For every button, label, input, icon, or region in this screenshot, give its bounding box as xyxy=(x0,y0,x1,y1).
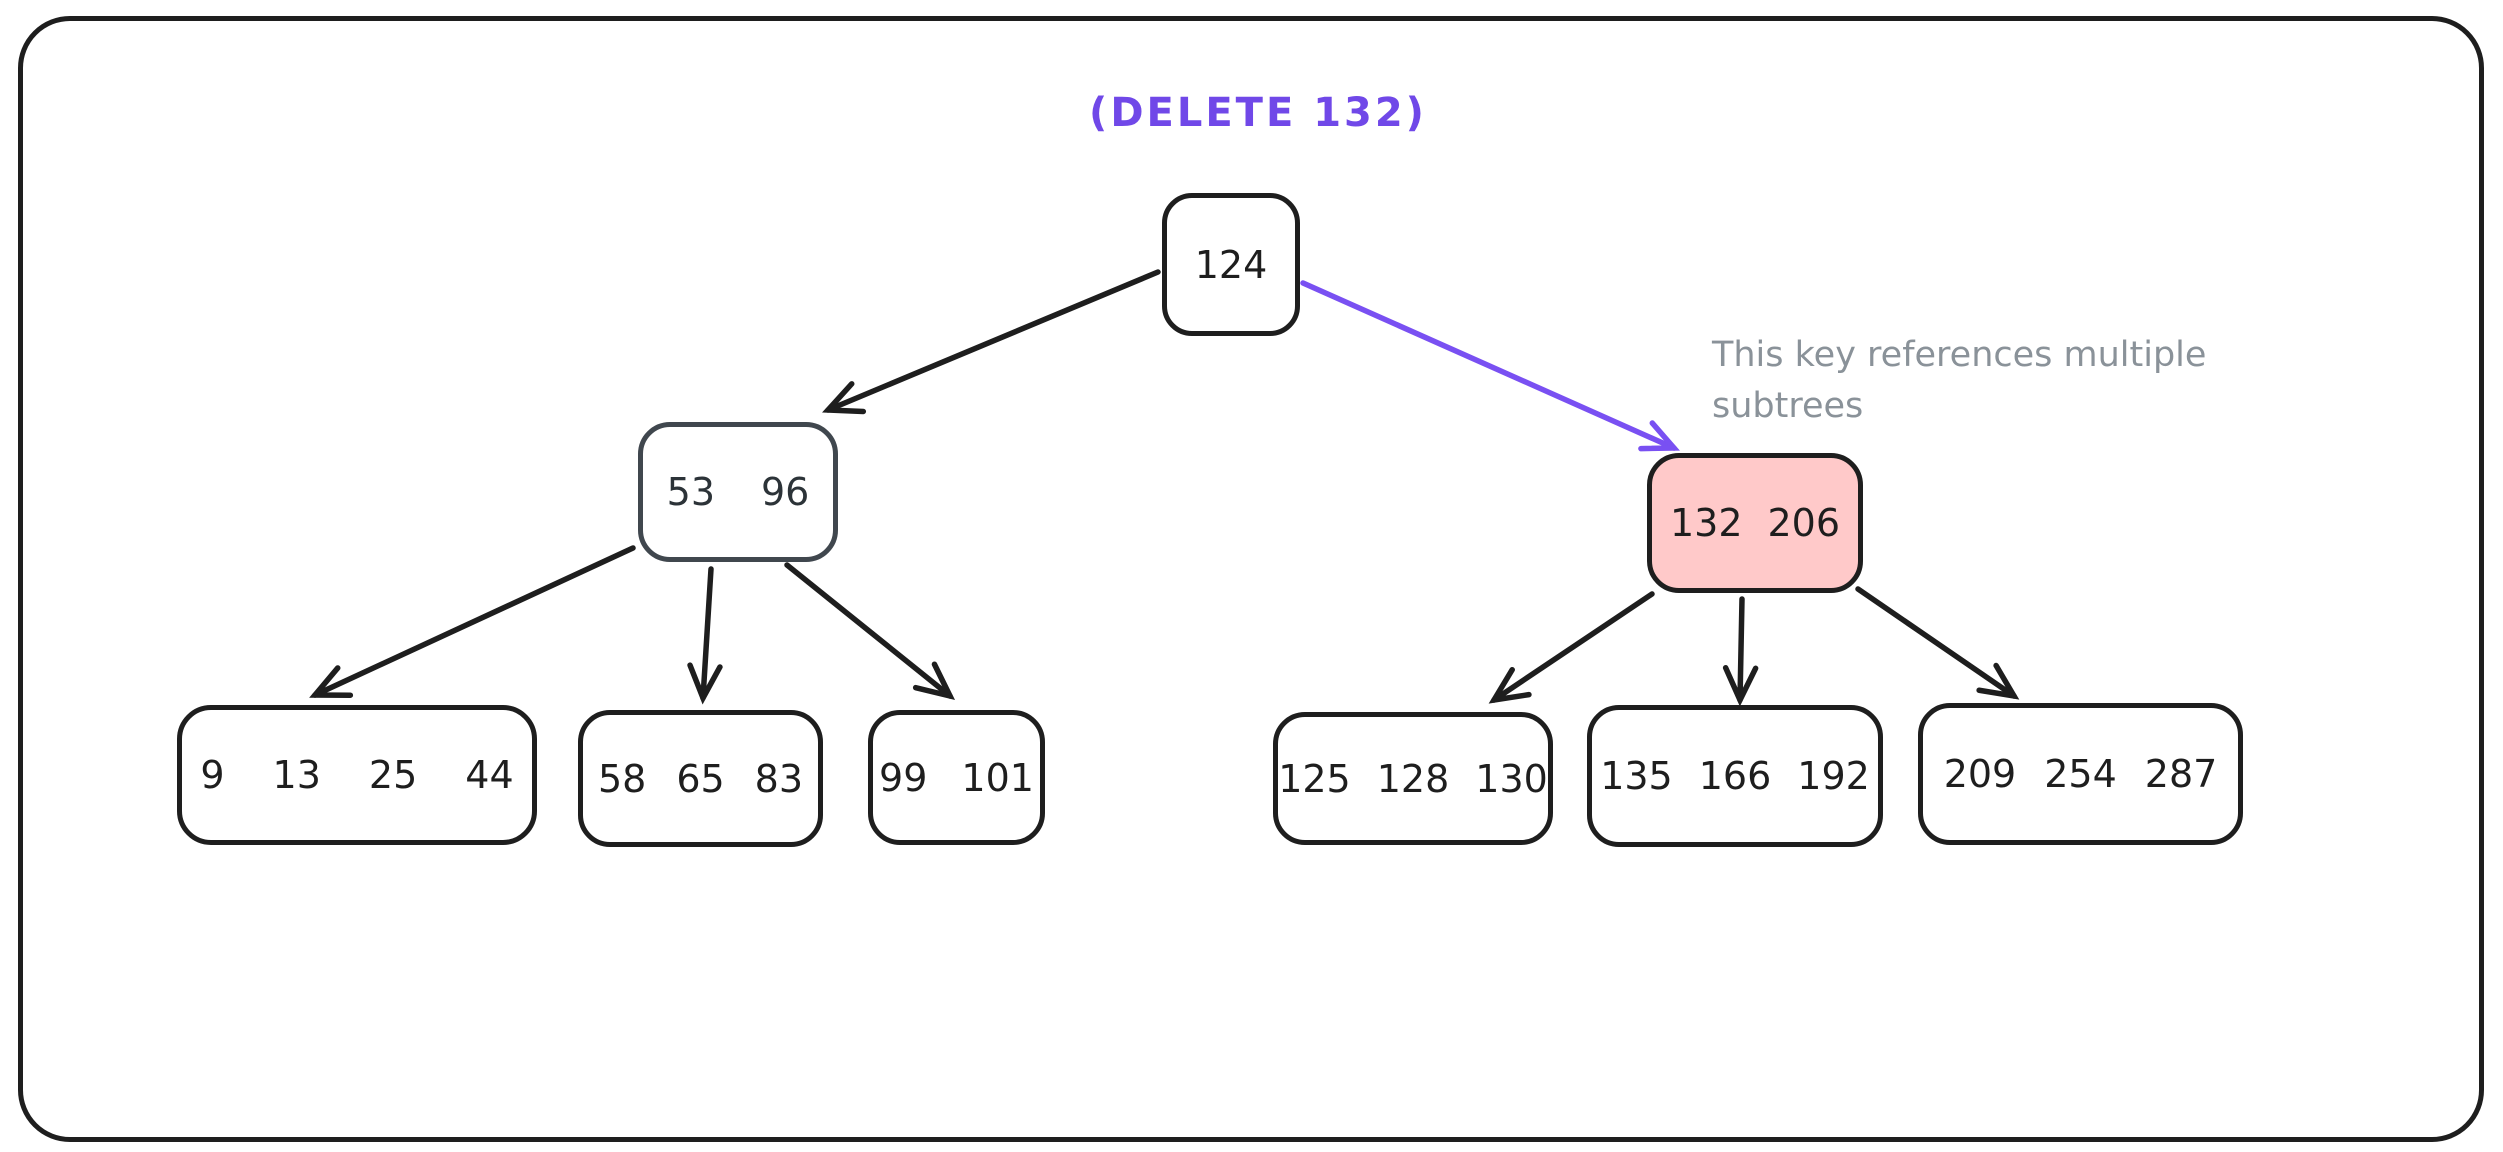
node-key: 166 xyxy=(1698,754,1772,798)
btree-leaf-node-3[interactable]: 99 101 xyxy=(868,710,1045,845)
node-key: 99 xyxy=(879,755,928,800)
node-key: 44 xyxy=(465,753,514,797)
node-key: 192 xyxy=(1797,754,1870,798)
outer-frame xyxy=(18,16,2484,1142)
node-key: 96 xyxy=(761,470,810,514)
annotation-line-1: This key references multiple xyxy=(1712,335,2207,375)
node-key: 209 xyxy=(1943,752,2017,796)
btree-leaf-node-4[interactable]: 125 128 130 xyxy=(1273,712,1553,845)
node-key: 287 xyxy=(2144,752,2218,796)
btree-internal-node-left[interactable]: 53 96 xyxy=(638,422,838,562)
node-key: 58 xyxy=(597,756,647,801)
btree-internal-node-right-highlighted[interactable]: 132 206 xyxy=(1647,453,1863,593)
node-key: 9 xyxy=(200,753,225,797)
btree-leaf-node-5[interactable]: 135 166 192 xyxy=(1587,705,1883,847)
node-key: 83 xyxy=(754,756,804,801)
operation-title: (DELETE 132) xyxy=(1089,90,1427,136)
node-key-deleted: 132 xyxy=(1670,501,1743,545)
node-key: 65 xyxy=(676,756,725,801)
annotation-note: This key references multiple subtrees xyxy=(1712,330,2206,432)
node-key: 13 xyxy=(272,753,321,797)
node-key: 125 xyxy=(1278,756,1351,801)
node-key: 254 xyxy=(2044,752,2117,796)
node-key: 135 xyxy=(1600,754,1673,798)
node-key: 128 xyxy=(1376,756,1450,801)
node-key: 206 xyxy=(1767,501,1840,545)
btree-leaf-node-6[interactable]: 209 254 287 xyxy=(1918,703,2243,845)
node-key: 53 xyxy=(666,470,715,514)
node-key: 101 xyxy=(961,755,1034,800)
node-key: 130 xyxy=(1475,756,1548,801)
btree-root-node[interactable]: 124 xyxy=(1162,193,1300,336)
annotation-line-2: subtrees xyxy=(1712,385,1864,426)
btree-leaf-node-1[interactable]: 9 13 25 44 xyxy=(177,705,537,845)
node-key: 124 xyxy=(1194,242,1268,287)
btree-leaf-node-2[interactable]: 58 65 83 xyxy=(578,710,823,847)
node-key: 25 xyxy=(368,753,418,797)
